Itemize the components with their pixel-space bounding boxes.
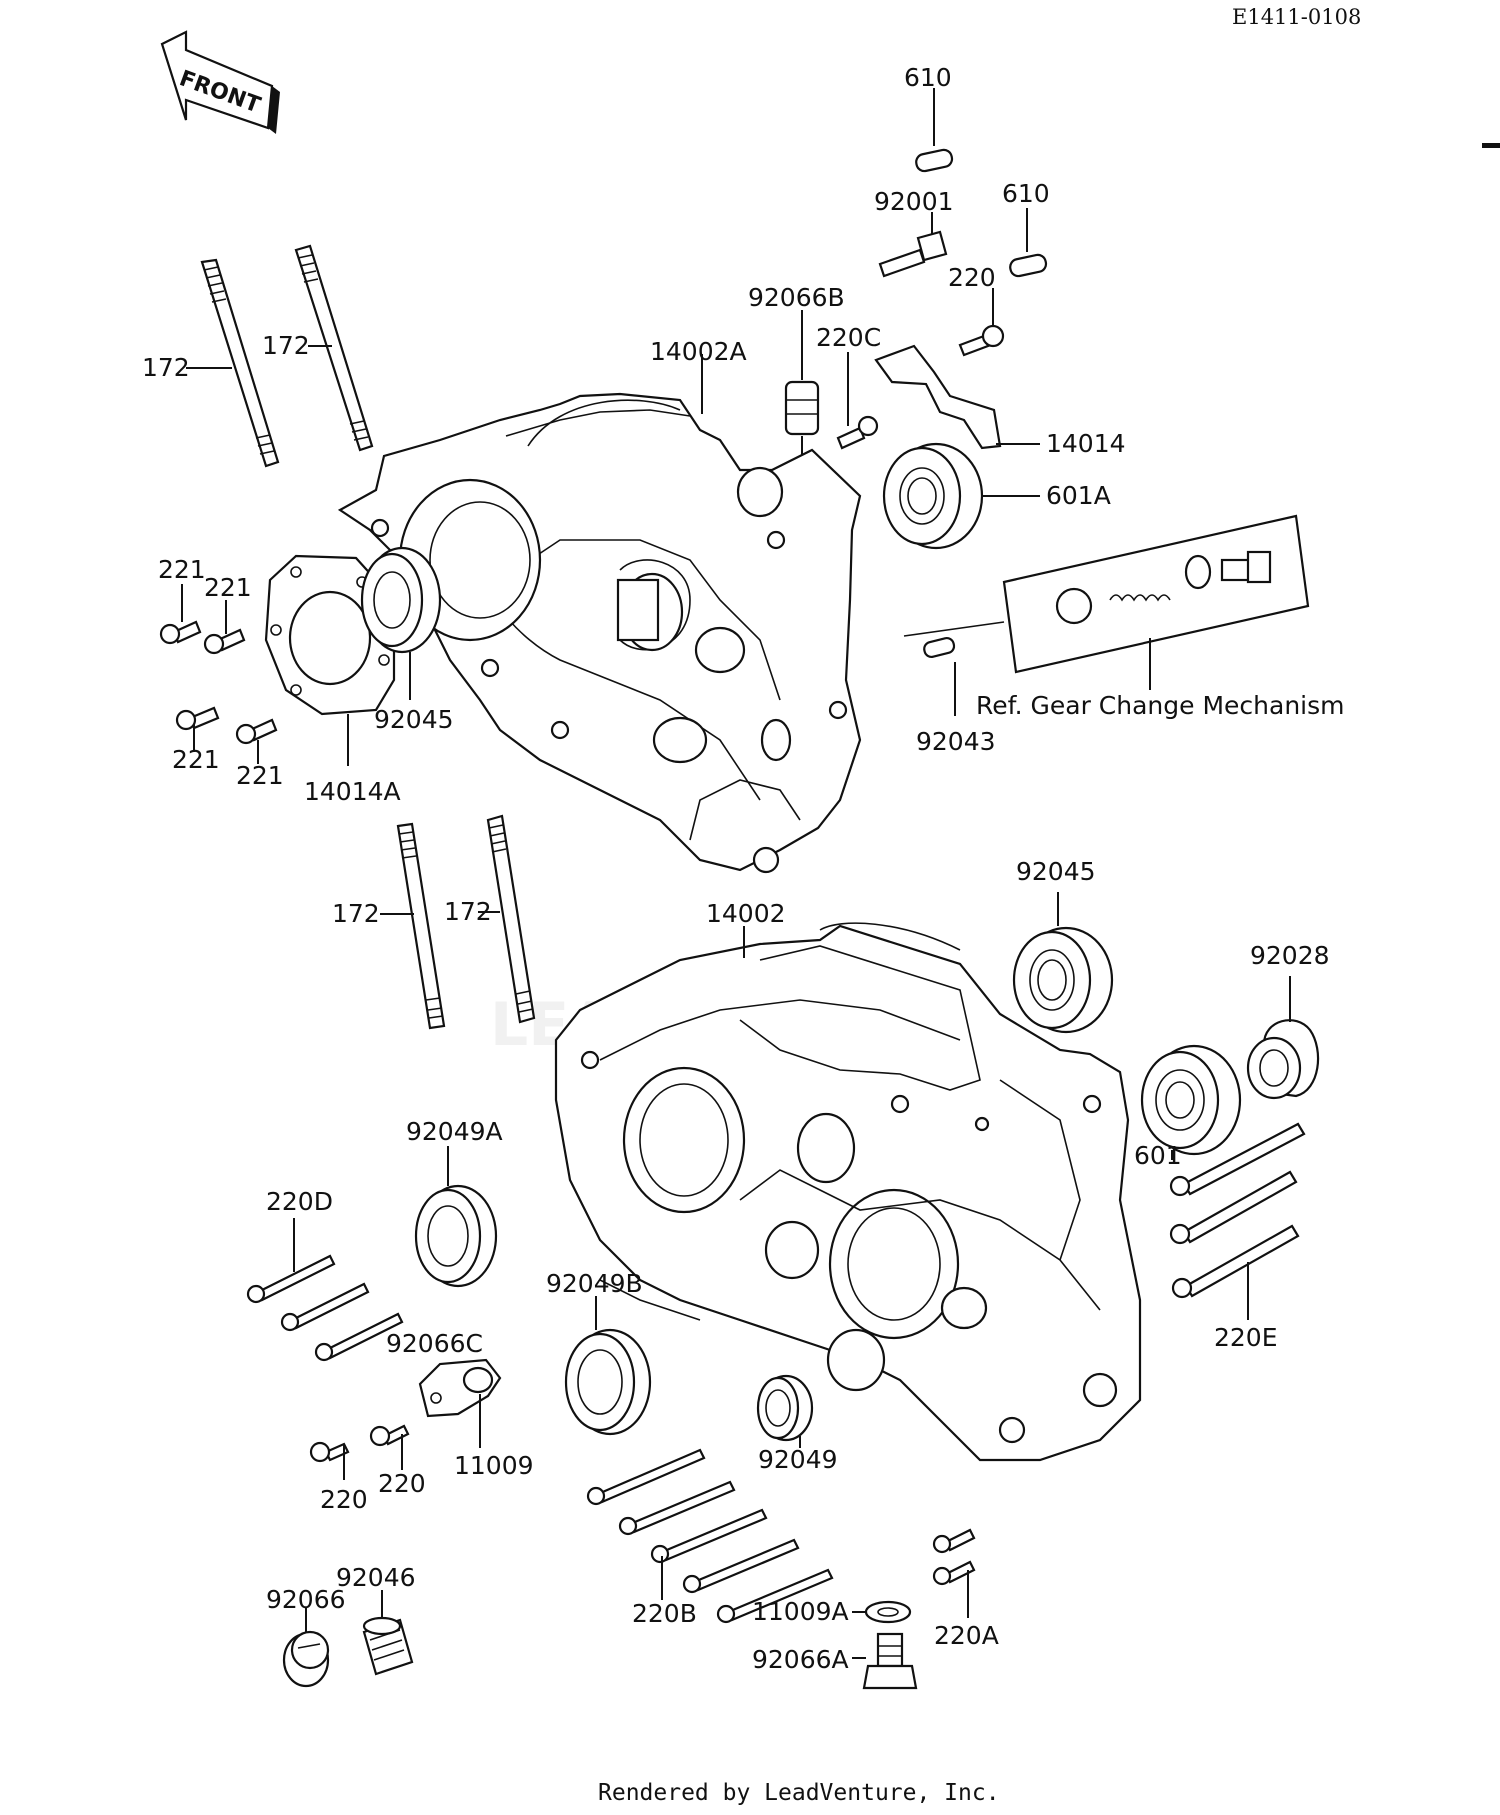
label-220A: 220A	[934, 1621, 999, 1650]
screw-221c	[175, 706, 220, 752]
seal-92045-top	[360, 546, 442, 700]
label-601A: 601A	[1046, 481, 1111, 510]
bearing-601A	[882, 442, 1040, 550]
label-92049A: 92049A	[406, 1117, 503, 1146]
bearing-92046	[362, 1590, 414, 1676]
dowel-pin-610b	[1009, 208, 1048, 278]
collar-92028	[1246, 976, 1320, 1100]
screw-220a	[309, 1441, 350, 1480]
reference-note: Ref. Gear Change Mechanism	[976, 691, 1345, 720]
label-92066C: 92066C	[386, 1329, 483, 1358]
label-221b: 221	[204, 573, 252, 602]
label-220D: 220D	[266, 1187, 333, 1216]
bolt-220E-b	[1169, 1170, 1298, 1245]
washer-11009A	[852, 1600, 912, 1624]
plug-92066A	[852, 1632, 918, 1690]
bolt-220D-b	[280, 1282, 370, 1332]
label-92028: 92028	[1250, 941, 1330, 970]
screw-220A-a	[932, 1528, 976, 1554]
plate-14014	[874, 344, 1040, 450]
label-220b: 220	[378, 1469, 426, 1498]
stud-172b	[294, 244, 374, 452]
part-labels: 610 92001 610 220 92066B 220C 14002A 140…	[142, 63, 1345, 1674]
front-arrow-icon: FRONT	[160, 30, 280, 134]
bolt-220D-a	[246, 1218, 336, 1304]
bolt-220C	[836, 352, 879, 450]
label-220B: 220B	[632, 1599, 697, 1628]
label-92046: 92046	[336, 1563, 416, 1592]
plug-92066	[282, 1608, 330, 1688]
label-14014A: 14014A	[304, 777, 401, 806]
label-92066B: 92066B	[748, 283, 845, 312]
bolt-220-top	[958, 288, 1005, 357]
label-220a: 220	[320, 1485, 368, 1514]
bolt-220B-c	[650, 1508, 768, 1600]
label-172c: 172	[332, 899, 380, 928]
label-14002A: 14002A	[650, 337, 747, 366]
label-92049: 92049	[758, 1445, 838, 1474]
label-220-top: 220	[948, 263, 996, 292]
label-610a: 610	[904, 63, 952, 92]
edge-mark	[1482, 143, 1500, 148]
bolt-220B-a	[586, 1448, 706, 1506]
label-172a: 172	[142, 353, 190, 382]
label-92049B: 92049B	[546, 1269, 643, 1298]
label-92045-top: 92045	[374, 705, 454, 734]
label-221a: 221	[158, 555, 206, 584]
crankcase-14002	[554, 922, 1142, 1462]
seal-92049A	[414, 1146, 498, 1288]
label-92066: 92066	[266, 1585, 346, 1614]
label-92045-right: 92045	[1016, 857, 1096, 886]
label-221c: 221	[172, 745, 220, 774]
label-92066A: 92066A	[752, 1645, 849, 1674]
bearing-92045-right	[1012, 892, 1114, 1034]
bolt-220E-c	[1171, 1224, 1300, 1320]
label-14014: 14014	[1046, 429, 1126, 458]
gear-change-reference-box	[903, 514, 1310, 690]
screw-220b	[369, 1424, 410, 1470]
bearing-601	[1140, 1044, 1242, 1160]
label-610b: 610	[1002, 179, 1050, 208]
label-11009A: 11009A	[752, 1597, 849, 1626]
label-92043: 92043	[916, 727, 996, 756]
bracket-92066C	[418, 1358, 502, 1448]
stud-172a	[186, 258, 280, 468]
screw-221d	[235, 718, 278, 764]
label-220C: 220C	[816, 323, 881, 352]
bolt-220B-e	[716, 1568, 834, 1624]
label-221d: 221	[236, 761, 284, 790]
label-14002: 14002	[706, 899, 786, 928]
label-172d: 172	[444, 897, 492, 926]
bolt-92001	[878, 212, 948, 278]
seal-92049	[756, 1374, 814, 1448]
screw-220A-b	[932, 1560, 976, 1618]
stud-172c	[380, 822, 446, 1030]
screw-221b	[203, 600, 246, 655]
dowel-pin-92043	[923, 636, 956, 716]
label-220E: 220E	[1214, 1323, 1278, 1352]
stud-172d	[478, 814, 536, 1024]
footer-credit: Rendered by LeadVenture, Inc.	[598, 1780, 1000, 1806]
label-172b: 172	[262, 331, 310, 360]
label-92001: 92001	[874, 187, 954, 216]
bolt-220E-a	[1169, 1122, 1306, 1197]
label-601: 601	[1134, 1141, 1182, 1170]
dowel-pin-610a	[915, 88, 954, 173]
bolt-220B-d	[682, 1538, 800, 1594]
bolt-220B-b	[618, 1480, 736, 1536]
screw-221a	[159, 584, 202, 645]
seal-92049B	[564, 1296, 652, 1436]
label-11009: 11009	[454, 1451, 534, 1480]
diagram-code: E1411-0108	[1232, 5, 1361, 29]
bolt-220D-c	[314, 1312, 404, 1362]
